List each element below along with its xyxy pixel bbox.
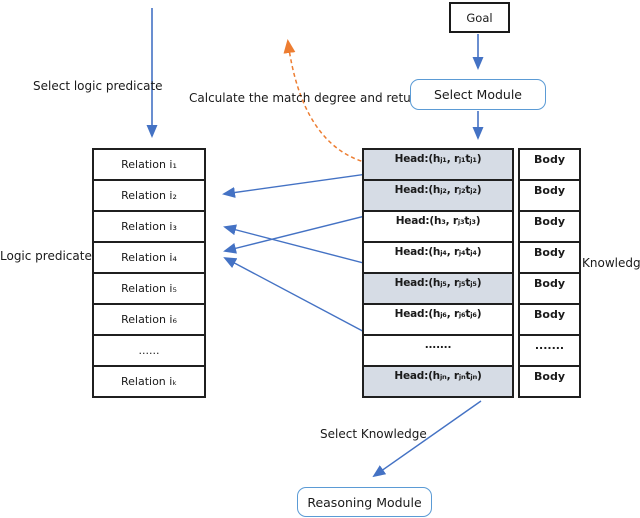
relation-row-5: Relation i₅	[94, 274, 204, 305]
relation-label: Relation i₅	[121, 282, 177, 295]
body-row-n: Body	[520, 367, 579, 396]
head-row-6: Head:(hⱼ₆, rⱼ₆tⱼ₆)	[364, 305, 512, 336]
body-label: Body	[534, 370, 565, 383]
relation-label: Relation i₆	[121, 313, 177, 326]
body-label: Body	[534, 153, 565, 166]
relation-label: Relation i₁	[121, 158, 177, 171]
head-label: Head:(hⱼ₄, rⱼ₄tⱼ₄)	[394, 246, 482, 258]
relation-label: ......	[138, 344, 160, 357]
body-label: Body	[534, 277, 565, 290]
head-label: Head:(hⱼ₆, rⱼ₆tⱼ₆)	[394, 308, 482, 320]
relation-label: Relation i₃	[121, 220, 177, 233]
head-label: Head:(hⱼₙ, rⱼₙtⱼₙ)	[394, 370, 482, 382]
select-knowledge-label: Select Knowledge	[320, 427, 427, 441]
knowledge-head-column: Head:(hⱼ₁, rⱼ₁tⱼ₁) Head:(hⱼ₂, rⱼ₂tⱼ₂) He…	[362, 148, 514, 398]
head-row-n: Head:(hⱼₙ, rⱼₙtⱼₙ)	[364, 367, 512, 396]
head-row-2: Head:(hⱼ₂, rⱼ₂tⱼ₂)	[364, 181, 512, 212]
relation-row-ellipsis: ......	[94, 336, 204, 367]
logic-predicate-table: Relation i₁ Relation i₂ Relation i₃ Rela…	[92, 148, 206, 398]
relation-row-k: Relation iₖ	[94, 367, 204, 396]
relation-row-2: Relation i₂	[94, 181, 204, 212]
relation-row-3: Relation i₃	[94, 212, 204, 243]
body-row-6: Body	[520, 305, 579, 336]
body-label: Body	[534, 215, 565, 228]
goal-node: Goal	[449, 2, 510, 33]
relation-label: Relation iₖ	[120, 375, 178, 388]
body-row-ellipsis: .......	[520, 336, 579, 367]
relation-label: Relation i₄	[121, 251, 177, 264]
body-label: .......	[534, 339, 565, 352]
reasoning-module-node: Reasoning Module	[297, 487, 432, 517]
body-row-1: Body	[520, 150, 579, 181]
body-label: Body	[534, 184, 565, 197]
select-module-node: Select Module	[410, 79, 546, 110]
head-row-5: Head:(hⱼ₅, rⱼ₅tⱼ₅)	[364, 274, 512, 305]
knowledge-label: Knowledge	[582, 256, 640, 270]
relation-row-4: Relation i₄	[94, 243, 204, 274]
head-label: Head:(h₃, rⱼ₃tⱼ₃)	[395, 215, 481, 227]
relation-row-6: Relation i₆	[94, 305, 204, 336]
select-logic-predicate-label: Select logic predicate	[33, 79, 163, 93]
relation-label: Relation i₂	[121, 189, 177, 202]
head-label: Head:(hⱼ₂, rⱼ₂tⱼ₂)	[394, 184, 482, 196]
relation-row-1: Relation i₁	[94, 150, 204, 181]
knowledge-body-column: Body Body Body Body Body Body ....... Bo…	[518, 148, 581, 398]
body-label: Body	[534, 246, 565, 259]
head-label: .......	[424, 339, 452, 351]
body-label: Body	[534, 308, 565, 321]
head-row-1: Head:(hⱼ₁, rⱼ₁tⱼ₁)	[364, 150, 512, 181]
head-label: Head:(hⱼ₅, rⱼ₅tⱼ₅)	[394, 277, 482, 289]
calculate-match-degree-label: Calculate the match degree and return	[189, 91, 424, 105]
head-row-3: Head:(h₃, rⱼ₃tⱼ₃)	[364, 212, 512, 243]
head-row-ellipsis: .......	[364, 336, 512, 367]
body-row-4: Body	[520, 243, 579, 274]
head-row-4: Head:(hⱼ₄, rⱼ₄tⱼ₄)	[364, 243, 512, 274]
head-label: Head:(hⱼ₁, rⱼ₁tⱼ₁)	[394, 153, 482, 165]
body-row-5: Body	[520, 274, 579, 305]
logic-predicate-label: Logic predicate	[0, 249, 92, 263]
body-row-2: Body	[520, 181, 579, 212]
body-row-3: Body	[520, 212, 579, 243]
